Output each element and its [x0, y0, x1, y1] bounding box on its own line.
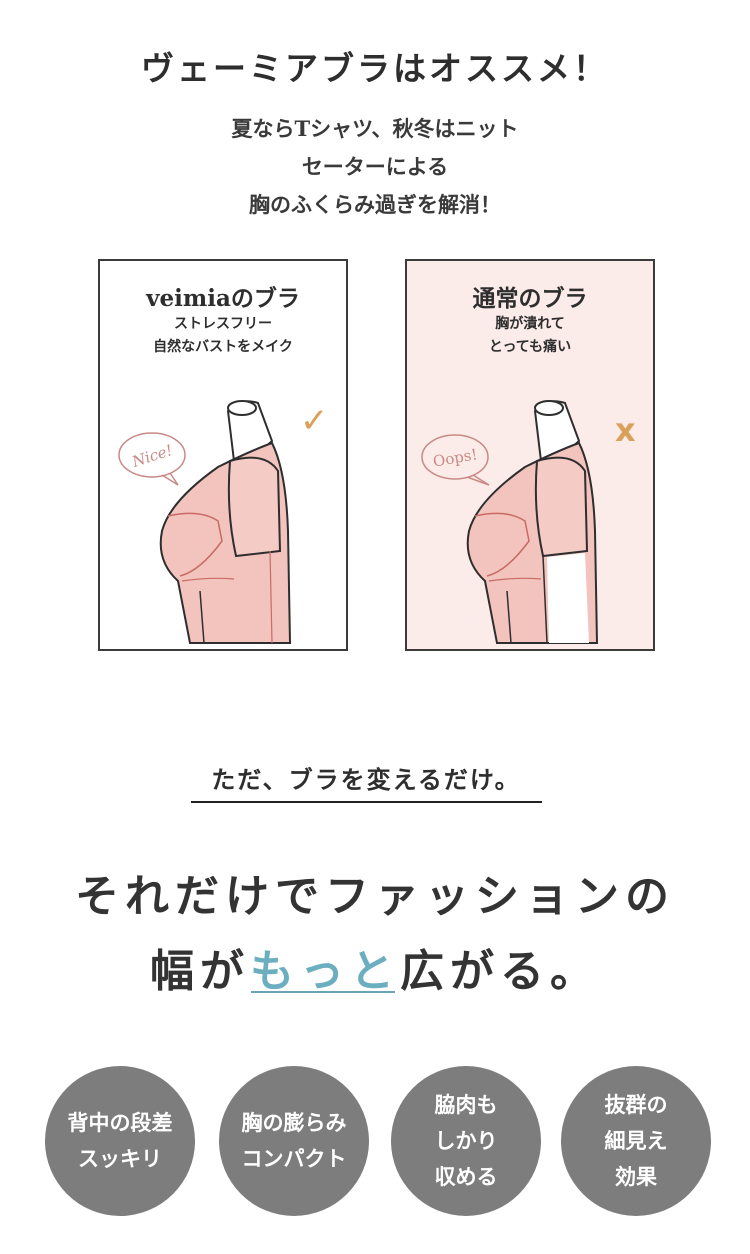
- statement-pre: 幅が: [150, 946, 250, 997]
- feature-circle: 抜群の 細見え 効果: [561, 1066, 711, 1216]
- bubble-text: Nice!: [129, 441, 175, 471]
- feature-label: 抜群の 細見え 効果: [604, 1092, 668, 1189]
- statement-accent: もっと: [250, 946, 400, 997]
- card-subtitle: 胸が潰れて とっても痛い: [407, 313, 653, 359]
- accent-underline: [251, 991, 395, 993]
- feature-label: 脇肉も しかり 収める: [434, 1092, 498, 1189]
- feature-circles: 背中の段差 スッキリ 胸の膨らみ コンパクト 脇肉も しかり 収める 抜群の 細…: [45, 1066, 715, 1216]
- card-subtitle: ストレスフリー 自然なバストをメイク: [100, 313, 346, 359]
- speech-bubble-icon: [118, 432, 186, 478]
- intro-text: 夏ならTシャツ、秋冬はニット セーターによる 胸のふくらみ過ぎを解消！: [0, 110, 750, 224]
- card-sub-line-2: とっても痛い: [488, 339, 572, 355]
- check-icon: ✓: [300, 401, 329, 441]
- feature-circle: 胸の膨らみ コンパクト: [219, 1066, 369, 1216]
- card-sub-line-1: ストレスフリー: [174, 316, 272, 332]
- bra-illustration: Oops!: [421, 400, 599, 644]
- card-sub-line-2: 自然なバストをメイク: [153, 339, 293, 355]
- tagline: ただ、ブラを変えるだけ。: [211, 765, 521, 794]
- statement-post: 広がる。: [400, 946, 600, 997]
- cross-icon: x: [615, 411, 636, 449]
- statement-line-2: 幅がもっと広がる。: [0, 935, 750, 999]
- card-title: veimiaのブラ: [146, 285, 300, 312]
- feature-label: 胸の膨らみ コンパクト: [241, 1110, 347, 1171]
- intro-line-1: 夏ならTシャツ、秋冬はニット: [231, 116, 519, 141]
- page-headline: ヴェーミアブラはオススメ！: [141, 49, 609, 88]
- card-sub-line-1: 胸が潰れて: [495, 316, 565, 332]
- intro-line-3: 胸のふくらみ過ぎを解消！: [249, 192, 501, 217]
- feature-circle: 脇肉も しかり 収める: [391, 1066, 541, 1216]
- comparison-card-veimia: veimiaのブラ ストレスフリー 自然なバストをメイク Nice! ✓: [98, 259, 348, 651]
- feature-circle: 背中の段差 スッキリ: [45, 1066, 195, 1216]
- speech-bubble-icon: [421, 434, 489, 480]
- intro-line-2: セーターによる: [301, 154, 449, 179]
- feature-label: 背中の段差 スッキリ: [67, 1110, 173, 1171]
- comparison-card-regular: 通常のブラ 胸が潰れて とっても痛い Oops! x: [405, 259, 655, 651]
- card-title: 通常のブラ: [472, 285, 588, 312]
- tagline-underline: [191, 801, 542, 803]
- statement-line-1: それだけでファッションの: [75, 871, 675, 922]
- bra-illustration: Nice!: [118, 400, 292, 644]
- bubble-text: Oops!: [432, 445, 479, 470]
